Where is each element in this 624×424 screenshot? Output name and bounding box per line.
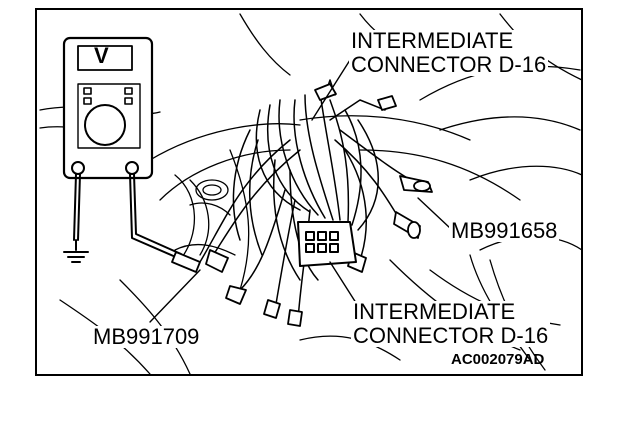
probe-clip xyxy=(171,251,201,273)
figure-code: AC002079AD xyxy=(451,351,545,368)
connector-bottom-callout: INTERMEDIATE CONNECTOR D-16 xyxy=(351,299,551,348)
test-harness-wires xyxy=(199,79,421,321)
harness-left-label: MB991709 xyxy=(91,324,202,349)
harness-right-label: MB991658 xyxy=(449,218,560,243)
probe-leads xyxy=(73,173,182,259)
connector-top-line2: CONNECTOR D-16 xyxy=(351,52,547,77)
connector-bottom-line1: INTERMEDIATE xyxy=(353,299,516,324)
intermediate-connector xyxy=(297,221,357,267)
connector-bottom-line2: CONNECTOR D-16 xyxy=(353,323,549,348)
alligator-clips xyxy=(205,83,433,327)
meter-display-reading: V xyxy=(94,43,109,68)
leader-lines xyxy=(149,59,451,323)
connector-top-callout: INTERMEDIATE CONNECTOR D-16 xyxy=(349,28,549,77)
connector-top-line1: INTERMEDIATE xyxy=(351,28,514,53)
ground-symbol xyxy=(63,239,89,263)
multimeter xyxy=(62,36,154,180)
